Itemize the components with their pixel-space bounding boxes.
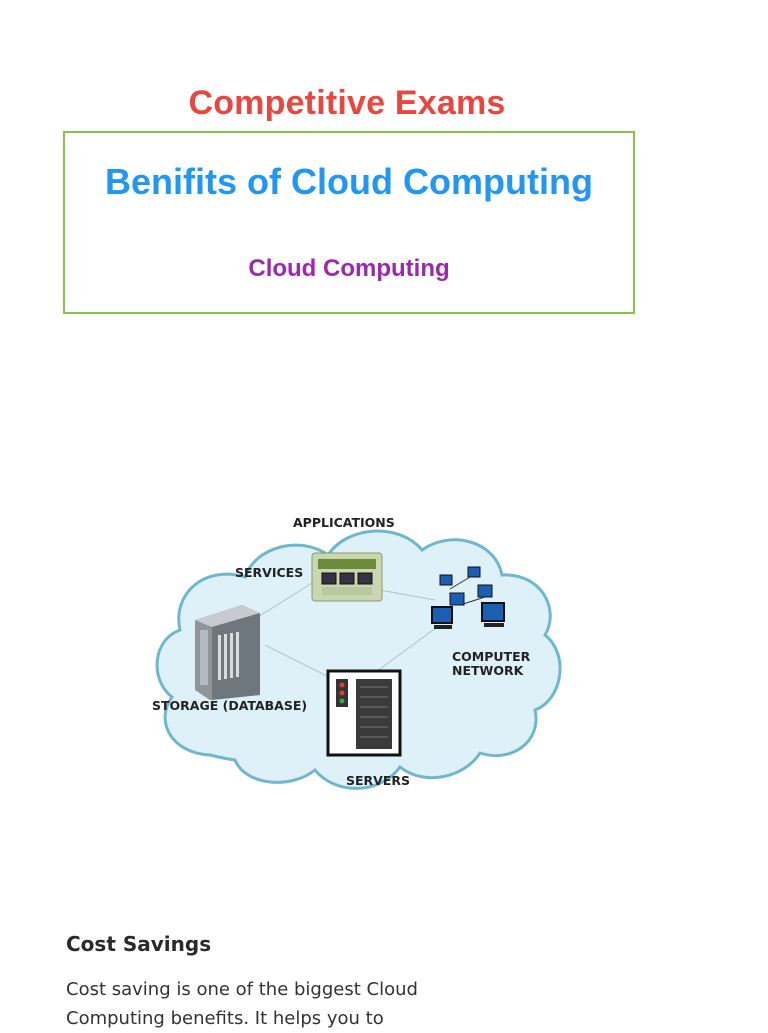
label-applications: APPLICATIONS <box>293 515 395 530</box>
body-paragraph: Cost saving is one of the biggest Cloud … <box>66 979 418 1029</box>
label-storage: STORAGE (DATABASE) <box>152 698 307 713</box>
hero-banner: Benifits of Cloud Computing Cloud Comput… <box>63 131 635 314</box>
label-servers: SERVERS <box>346 773 410 788</box>
label-computer-network-2: NETWORK <box>452 663 525 678</box>
site-title: Competitive Exams <box>188 84 506 122</box>
computer-network-icon <box>431 566 505 629</box>
applications-icon <box>311 552 383 602</box>
cloud-computing-diagram: APPLICATIONS SERVICES COMPUTER NETWORK S… <box>150 505 566 805</box>
page-title: Benifits of Cloud Computing <box>105 161 593 202</box>
label-computer-network-1: COMPUTER <box>452 649 531 664</box>
storage-database-icon <box>195 605 260 700</box>
category-label: Cloud Computing <box>248 255 450 282</box>
label-services: SERVICES <box>235 565 303 580</box>
section-heading: Cost Savings <box>66 932 212 956</box>
servers-icon <box>326 669 402 757</box>
